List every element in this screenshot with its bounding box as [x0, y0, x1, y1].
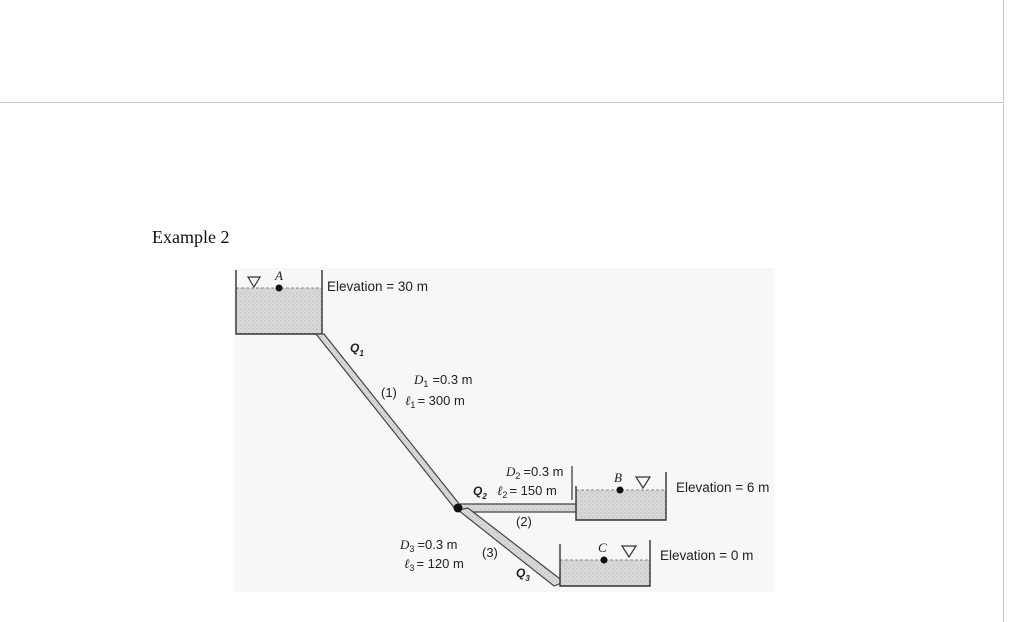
elevation-b-label: Elevation = 6 m [676, 480, 769, 495]
reservoir-c [559, 540, 651, 587]
point-c-marker [600, 556, 608, 564]
pipe-1-number: (1) [381, 385, 397, 400]
pipe-3-number: (3) [482, 545, 498, 560]
top-panel [0, 0, 1004, 103]
pipe-1-length: ℓ1= 300 m [405, 393, 465, 410]
pipe-2-diameter: D2=0.3 m [505, 464, 564, 481]
point-b-marker [616, 486, 624, 494]
pipe-3-diameter: D3=0.3 m [399, 537, 458, 554]
point-b-label: B [614, 470, 622, 485]
pipe-2 [460, 503, 576, 513]
elevation-c-label: Elevation = 0 m [660, 548, 753, 563]
elevation-a-label: Elevation = 30 m [327, 279, 428, 294]
example-title: Example 2 [152, 227, 230, 247]
q2-label: Q2 [473, 484, 487, 501]
water-level-icon [246, 276, 262, 289]
point-c-label: C [598, 540, 607, 555]
water-level-icon [620, 545, 638, 559]
reservoir-b [575, 472, 667, 521]
pipe-1-diameter: D1=0.3 m [413, 372, 473, 389]
pipe-3-length: ℓ3= 120 m [404, 556, 464, 573]
junction-marker [453, 503, 463, 513]
point-a-marker [275, 284, 283, 292]
pipe-2-length: ℓ2= 150 m [497, 483, 557, 500]
q1-label: Q1 [350, 341, 364, 358]
water-level-icon [634, 476, 652, 490]
q3-label: Q3 [516, 566, 530, 583]
point-a-label: A [274, 268, 283, 283]
pipe-2-number: (2) [516, 514, 532, 529]
reservoir-a [235, 270, 323, 335]
